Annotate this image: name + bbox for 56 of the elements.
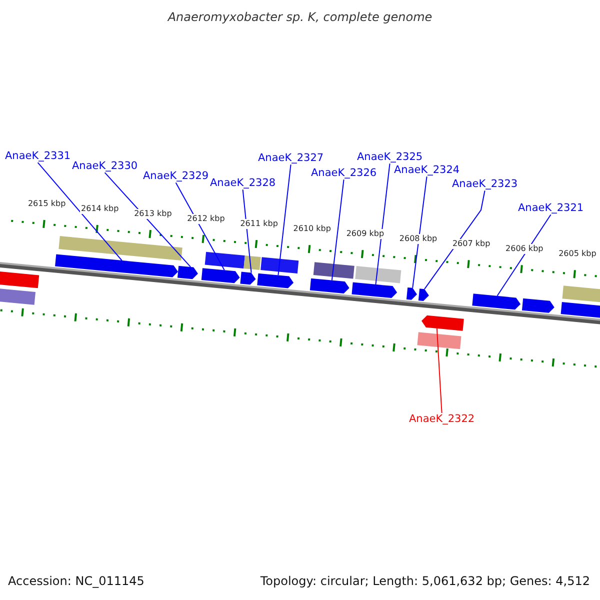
scale-label: 2605 kbp — [558, 249, 598, 259]
gene-block — [522, 298, 554, 313]
gene-label: AnaeK_2331 — [5, 150, 71, 163]
leader-line — [242, 189, 252, 274]
gene-block — [0, 270, 40, 288]
gene-block — [560, 302, 600, 318]
scale-label: 2609 kbp — [345, 229, 386, 239]
gene-label: AnaeK_2329 — [143, 170, 209, 183]
leader-line — [175, 182, 225, 271]
feature-bar — [313, 262, 354, 279]
gene-block — [422, 315, 464, 331]
feature-bar — [58, 236, 182, 261]
leader-line — [37, 162, 122, 261]
scale-label: 2610 kbp — [292, 224, 332, 234]
scale-label: 2612 kbp — [186, 214, 226, 224]
diagram-title: Anaeromyxobacter sp. K, complete genome — [166, 10, 434, 24]
feature-bar — [260, 257, 299, 274]
scale-label: 2614 kbp — [80, 204, 120, 214]
scale-label: 2608 kbp — [398, 234, 438, 244]
gene-label: AnaeK_2321 — [518, 202, 584, 215]
gene-label: AnaeK_2325 — [357, 151, 423, 164]
scale-label: 2606 kbp — [504, 244, 544, 254]
scale-label: 2615 kbp — [26, 198, 67, 209]
scale-label: 2607 kbp — [451, 239, 492, 249]
feature-bar — [562, 286, 600, 303]
gene-block — [178, 266, 198, 280]
scale-label: 2611 kbp — [239, 219, 279, 229]
gene-label: AnaeK_2323 — [452, 178, 518, 191]
feature-bar — [0, 288, 36, 305]
scale-label: 2613 kbp — [133, 208, 173, 219]
accession-text: Accession: NC_011145 — [8, 574, 144, 588]
gene-label: AnaeK_2327 — [258, 152, 324, 165]
gene-block — [240, 272, 256, 285]
genome-summary-text: Topology: circular; Length: 5,061,632 bp; Genes: 4,512 — [260, 574, 590, 588]
gene-label: AnaeK_2326 — [311, 167, 377, 180]
feature-bar — [244, 256, 261, 270]
leader-line — [278, 164, 292, 276]
gene-label: AnaeK_2330 — [72, 160, 138, 173]
gene-block — [418, 288, 429, 301]
leader-line — [375, 163, 390, 285]
gene-block — [472, 294, 521, 310]
gene-label: AnaeK_2324 — [394, 164, 460, 177]
feature-bar — [417, 332, 462, 350]
feature-bar — [355, 266, 402, 284]
leader-line — [104, 172, 192, 268]
leader-line — [436, 328, 442, 414]
gene-block — [352, 282, 398, 298]
leader-line — [424, 190, 486, 290]
feature-bar — [204, 252, 245, 268]
leader-line — [496, 214, 552, 296]
leader-line — [412, 176, 428, 288]
gene-label: AnaeK_2328 — [210, 177, 276, 190]
gene-block — [406, 287, 417, 300]
gene-block — [310, 278, 350, 294]
gene-label: AnaeK_2322 — [409, 413, 475, 426]
leader-line — [331, 179, 344, 281]
